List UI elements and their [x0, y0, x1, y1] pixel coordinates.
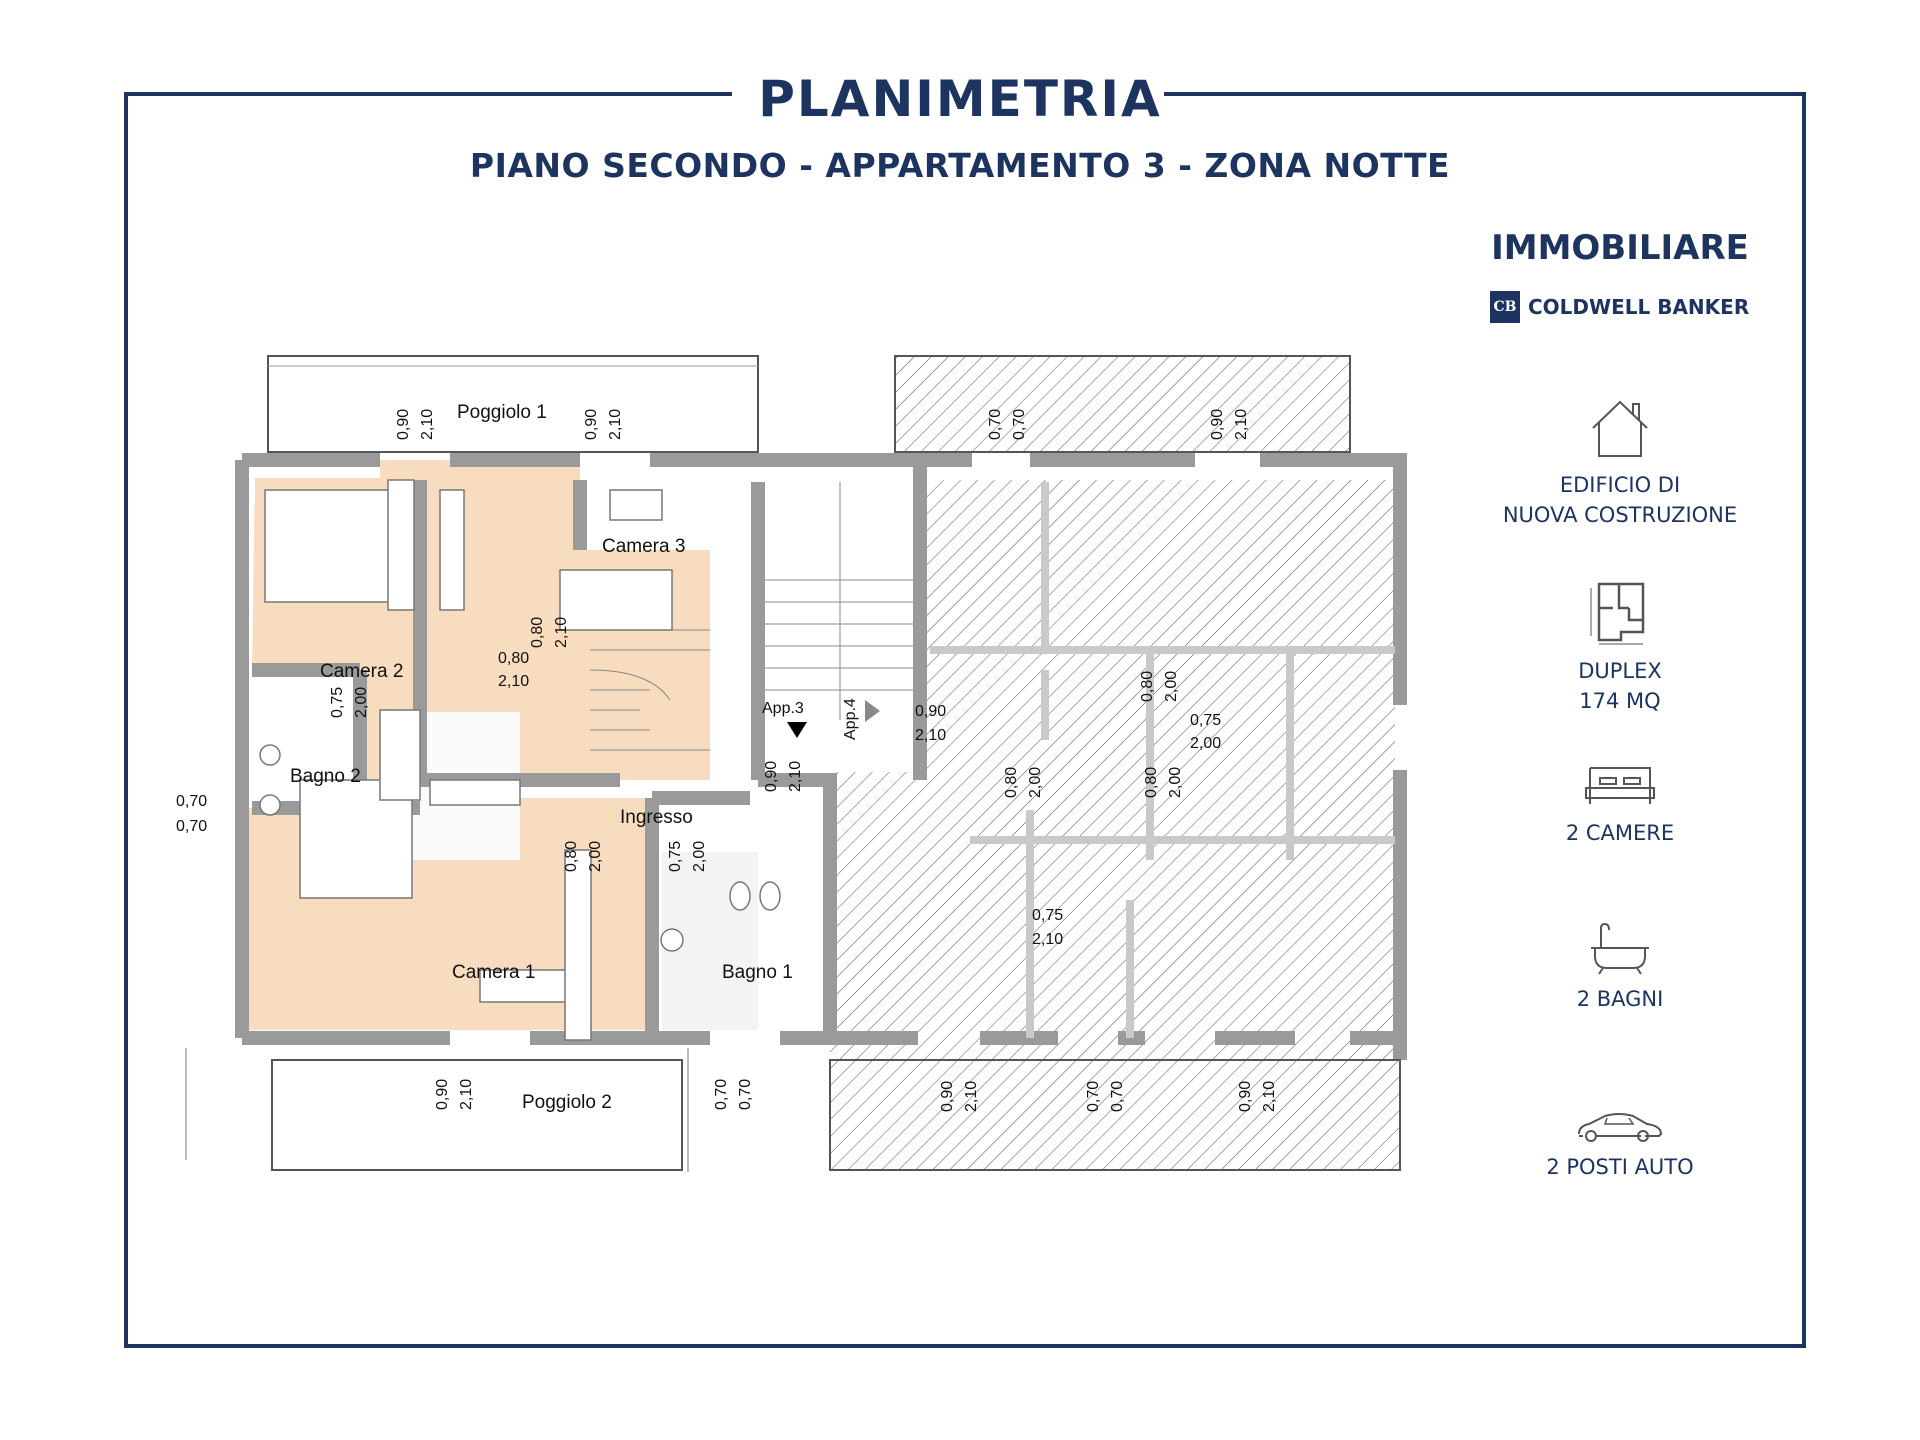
bathtub-icon — [1591, 922, 1649, 975]
dim-label: 2,00 — [691, 841, 708, 872]
dim-label: 0,70 — [713, 1079, 730, 1110]
dim-label: 0,75 — [1190, 712, 1221, 729]
bed-icon — [1585, 767, 1655, 804]
dim-label: 2,10 — [553, 617, 570, 648]
floor-plan: Camera 3 Camera 2 Bagno 2 Ingresso Camer… — [150, 340, 1475, 1195]
entry-arrow-app3-icon — [787, 722, 807, 738]
feature-parking: 2 POSTI AUTO — [1440, 1110, 1800, 1182]
dim-label: 2,00 — [1027, 767, 1044, 798]
label-app3: App.3 — [762, 700, 804, 717]
floor-plan-drawing: Camera 3 Camera 2 Bagno 2 Ingresso Camer… — [176, 355, 1475, 1172]
page-subtitle: PIANO SECONDO - APPARTAMENTO 3 - ZONA NO… — [469, 146, 1451, 185]
room-label-ingresso: Ingresso — [620, 807, 693, 828]
car-icon — [1578, 1113, 1663, 1142]
bed-camera-3 — [559, 569, 673, 631]
dim-label: 0,90 — [1237, 1081, 1254, 1112]
feature-label-line2: 174 MQ — [1579, 689, 1661, 713]
feature-label-line1: EDIFICIO DI — [1559, 473, 1681, 497]
feature-label-line1: 2 POSTI AUTO — [1546, 1155, 1694, 1179]
dim-label: 2,10 — [963, 1081, 980, 1112]
balcony-poggiolo-2 — [271, 1059, 683, 1171]
feature-bedrooms: 2 CAMERE — [1440, 760, 1800, 848]
brand-logo-row: CB COLDWELL BANKER — [1490, 290, 1749, 324]
room-label-bagno-2: Bagno 2 — [290, 766, 361, 787]
dim-label: 0,90 — [939, 1081, 956, 1112]
room-label-camera-1: Camera 1 — [452, 962, 535, 983]
dim-label: 2,10 — [1233, 409, 1250, 440]
feature-label-line1: 2 CAMERE — [1565, 821, 1675, 845]
dim-label: 0,70 — [987, 409, 1004, 440]
room-label-camera-3: Camera 3 — [602, 536, 685, 557]
dim-label: 2,10 — [419, 409, 436, 440]
neighbour-apartment — [830, 480, 1395, 1060]
dim-label: 0,90 — [434, 1079, 451, 1110]
label-app4: App.4 — [842, 698, 859, 740]
dim-label: 0,70 — [1011, 409, 1028, 440]
dim-label: 2,00 — [353, 687, 370, 718]
dim-label: 0,90 — [763, 761, 780, 792]
brand-name: IMMOBILIARE — [1491, 228, 1749, 268]
title-gap — [732, 82, 1164, 106]
dim-label: 0,70 — [1085, 1081, 1102, 1112]
dim-label: 0,75 — [1032, 907, 1063, 924]
dim-label: 0,70 — [737, 1079, 754, 1110]
balcony-other-upper — [894, 355, 1351, 453]
dim-label: 0,75 — [667, 841, 684, 872]
dim-label: 2,00 — [587, 841, 604, 872]
dim-label: 0,80 — [529, 617, 546, 648]
stairwell — [748, 482, 918, 772]
house-icon — [1592, 400, 1648, 457]
balcony-poggiolo-1 — [267, 355, 759, 453]
feature-label-line2: NUOVA COSTRUZIONE — [1502, 503, 1738, 527]
feature-label-line1: DUPLEX — [1578, 659, 1662, 683]
dim-label: 0,90 — [1209, 409, 1226, 440]
dim-label: 0,90 — [395, 409, 412, 440]
dim-label: 0,80 — [1139, 671, 1156, 702]
page-title: PLANIMETRIA — [758, 70, 1162, 128]
dim-label: 0,90 — [583, 409, 600, 440]
floorplan-icon — [1590, 582, 1645, 645]
dim-label: 0,75 — [329, 687, 346, 718]
dim-label: 2,10 — [498, 673, 529, 690]
dim-label: 0,70 — [176, 793, 207, 810]
dim-label: 2,10 — [787, 761, 804, 792]
dim-label: 2,00 — [1163, 671, 1180, 702]
dim-label: 0,90 — [915, 703, 946, 720]
dim-label: 0,80 — [563, 841, 580, 872]
dim-label: 2,00 — [1167, 767, 1184, 798]
dim-label: 2,10 — [915, 727, 946, 744]
feature-bathrooms: 2 BAGNI — [1440, 922, 1800, 1014]
bed-camera-2 — [264, 489, 393, 603]
dim-label: 0,80 — [1003, 767, 1020, 798]
brand-company: COLDWELL BANKER — [1528, 295, 1750, 319]
entry-arrow-app4-icon — [865, 700, 880, 722]
room-label-poggiolo-2: Poggiolo 2 — [522, 1092, 612, 1113]
dim-label: 2,10 — [607, 409, 624, 440]
dim-label: 2,10 — [1261, 1081, 1278, 1112]
room-label-camera-2: Camera 2 — [320, 661, 403, 682]
dim-label: 0,70 — [176, 818, 207, 835]
dim-label: 0,80 — [498, 650, 529, 667]
balcony-other-lower — [829, 1059, 1401, 1171]
dim-label: 0,80 — [1143, 767, 1160, 798]
room-label-bagno-1: Bagno 1 — [722, 962, 793, 983]
coldwell-banker-logo-icon: CB — [1490, 291, 1520, 323]
room-label-poggiolo-1: Poggiolo 1 — [457, 402, 547, 423]
dim-label: 2,10 — [458, 1079, 475, 1110]
feature-duplex: DUPLEX 174 MQ — [1440, 578, 1800, 716]
dim-label: 2,10 — [1032, 931, 1063, 948]
feature-label-line1: 2 BAGNI — [1576, 987, 1664, 1011]
dim-label: 0,70 — [1109, 1081, 1126, 1112]
feature-new-building: EDIFICIO DI NUOVA COSTRUZIONE — [1440, 392, 1800, 530]
dim-label: 2,00 — [1190, 735, 1221, 752]
